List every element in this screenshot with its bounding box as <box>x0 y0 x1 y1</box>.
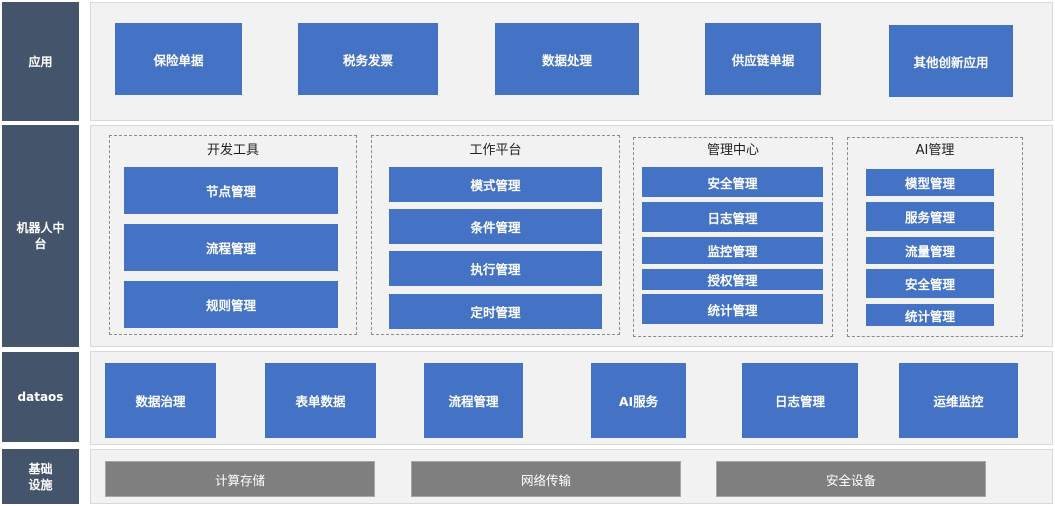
group-title-dev-tools: 开发工具 <box>206 143 259 158</box>
dataos-item-ops-monitor: 运维监控 <box>899 363 1018 438</box>
work-item-mode-mgmt: 模式管理 <box>389 167 602 202</box>
mgmt-item-log: 日志管理 <box>642 202 823 232</box>
ai-item-model: 模型管理 <box>866 169 994 196</box>
app-item-other-innovation: 其他创新应用 <box>889 25 1013 97</box>
infra-item-compute-storage: 计算存储 <box>105 461 375 497</box>
layer-label-dataos: dataos <box>2 352 79 442</box>
ai-item-security: 安全管理 <box>866 269 994 298</box>
app-item-supply-chain-docs: 供应链单据 <box>705 23 821 95</box>
work-item-condition-mgmt: 条件管理 <box>389 209 602 244</box>
work-item-exec-mgmt: 执行管理 <box>389 251 602 286</box>
dataos-item-process-mgmt: 流程管理 <box>424 363 523 438</box>
dataos-layer-panel <box>90 351 1053 445</box>
mgmt-item-security: 安全管理 <box>642 167 823 197</box>
ai-item-service: 服务管理 <box>866 202 994 231</box>
group-mgmt-center <box>633 137 833 337</box>
mgmt-item-stats: 统计管理 <box>642 294 823 324</box>
dataos-item-form-data: 表单数据 <box>265 363 376 438</box>
dataos-item-governance: 数据治理 <box>105 363 216 438</box>
mgmt-item-auth: 授权管理 <box>642 269 823 290</box>
group-dev-tools <box>109 135 357 335</box>
layer-label-infra: 基础设施 <box>2 449 79 504</box>
group-title-ai-mgmt: AI管理 <box>915 143 955 158</box>
layer-label-app: 应用 <box>2 2 79 121</box>
app-item-tax-invoice: 税务发票 <box>298 23 438 95</box>
app-item-insurance-docs: 保险单据 <box>115 23 242 95</box>
dev-item-node-mgmt: 节点管理 <box>124 167 338 214</box>
dataos-item-log-mgmt: 日志管理 <box>742 363 858 438</box>
infra-item-security-devices: 安全设备 <box>716 461 986 497</box>
mgmt-item-monitor: 监控管理 <box>642 237 823 264</box>
group-title-work-platform: 工作平台 <box>469 143 522 158</box>
app-item-data-processing: 数据处理 <box>495 23 639 95</box>
infra-item-network: 网络传输 <box>411 461 681 497</box>
dataos-item-ai-service: AI服务 <box>591 363 686 438</box>
work-item-schedule-mgmt: 定时管理 <box>389 294 602 329</box>
group-title-mgmt-center: 管理中心 <box>706 143 759 158</box>
dev-item-rule-mgmt: 规则管理 <box>124 281 338 328</box>
group-work-platform <box>371 135 620 335</box>
layer-label-robot: 机器人中台 <box>2 125 79 347</box>
dev-item-process-mgmt: 流程管理 <box>124 224 338 271</box>
ai-item-stats: 统计管理 <box>866 304 994 326</box>
group-ai-mgmt <box>847 137 1023 337</box>
ai-item-traffic: 流量管理 <box>866 237 994 264</box>
